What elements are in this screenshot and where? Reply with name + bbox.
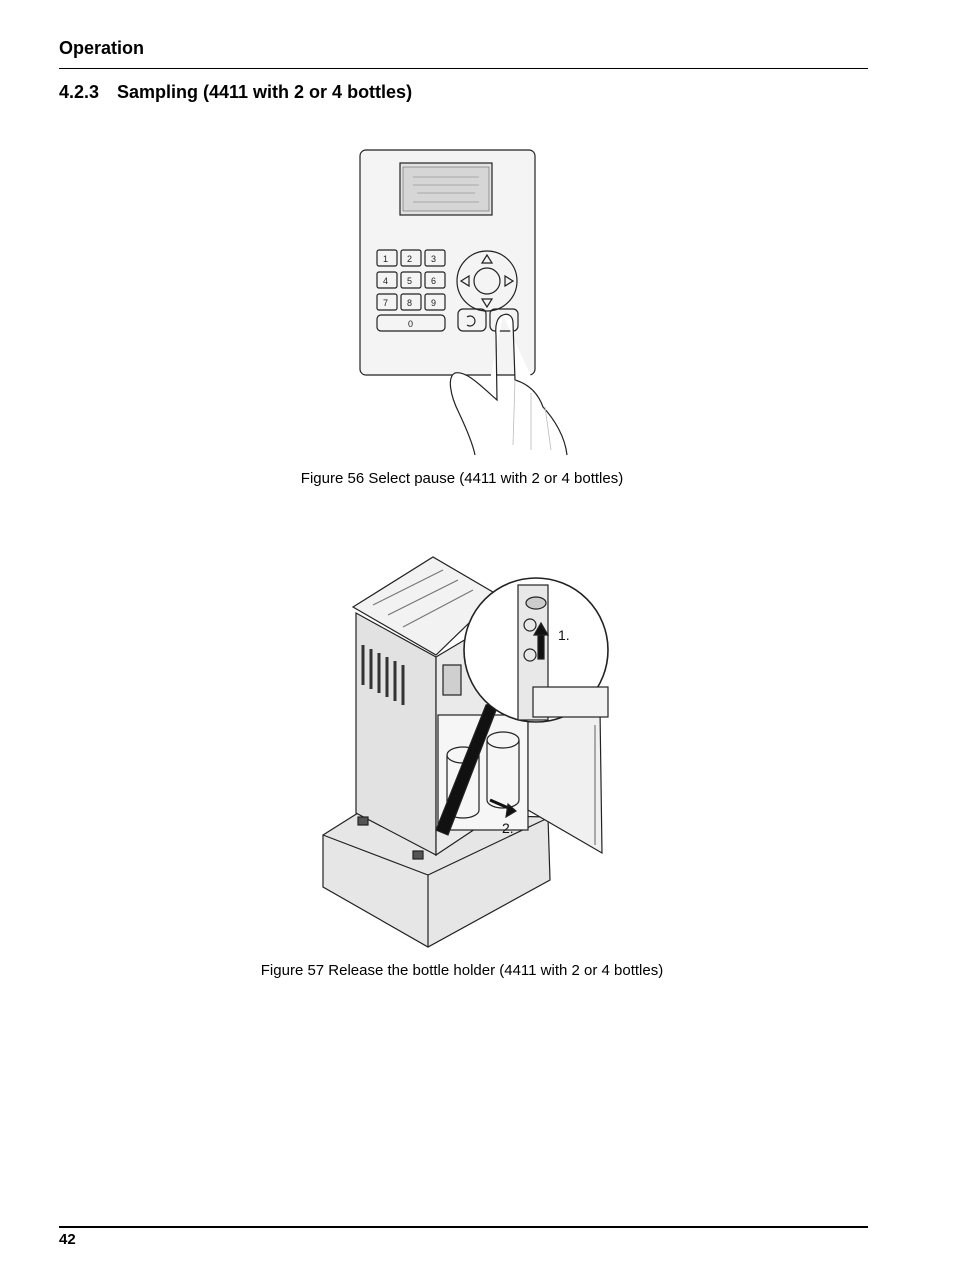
running-header: Operation (59, 38, 145, 58)
section-title: Sampling (4411 with 2 or 4 bottles) (117, 82, 413, 102)
key-2: 2 (407, 254, 412, 264)
section-heading: 4.2.3 Sampling (4411 with 2 or 4 bottles) (59, 82, 412, 103)
page-number: 42 (59, 1231, 76, 1248)
footer-rule (59, 1226, 868, 1228)
key-8: 8 (407, 298, 412, 308)
figure-56-caption: Figure 56 Select pause (4411 with 2 or 4… (300, 470, 624, 487)
step-1-label: 1. (558, 627, 570, 643)
figure-56-controller-illustration: 1 2 3 4 5 6 7 8 9 0 (359, 149, 568, 456)
key-4: 4 (383, 276, 388, 286)
figure-57-caption: Figure 57 Release the bottle holder (441… (260, 962, 664, 979)
key-1: 1 (383, 254, 388, 264)
key-7: 7 (383, 298, 388, 308)
key-5: 5 (407, 276, 412, 286)
key-6: 6 (431, 276, 436, 286)
key-3: 3 (431, 254, 436, 264)
header-rule (59, 68, 868, 69)
figure-57-sampler-illustration: 1. 2. (322, 556, 609, 948)
section-number: 4.2.3 (59, 82, 100, 102)
key-9: 9 (431, 298, 436, 308)
key-0: 0 (408, 319, 413, 329)
step-2-label: 2. (502, 820, 514, 836)
